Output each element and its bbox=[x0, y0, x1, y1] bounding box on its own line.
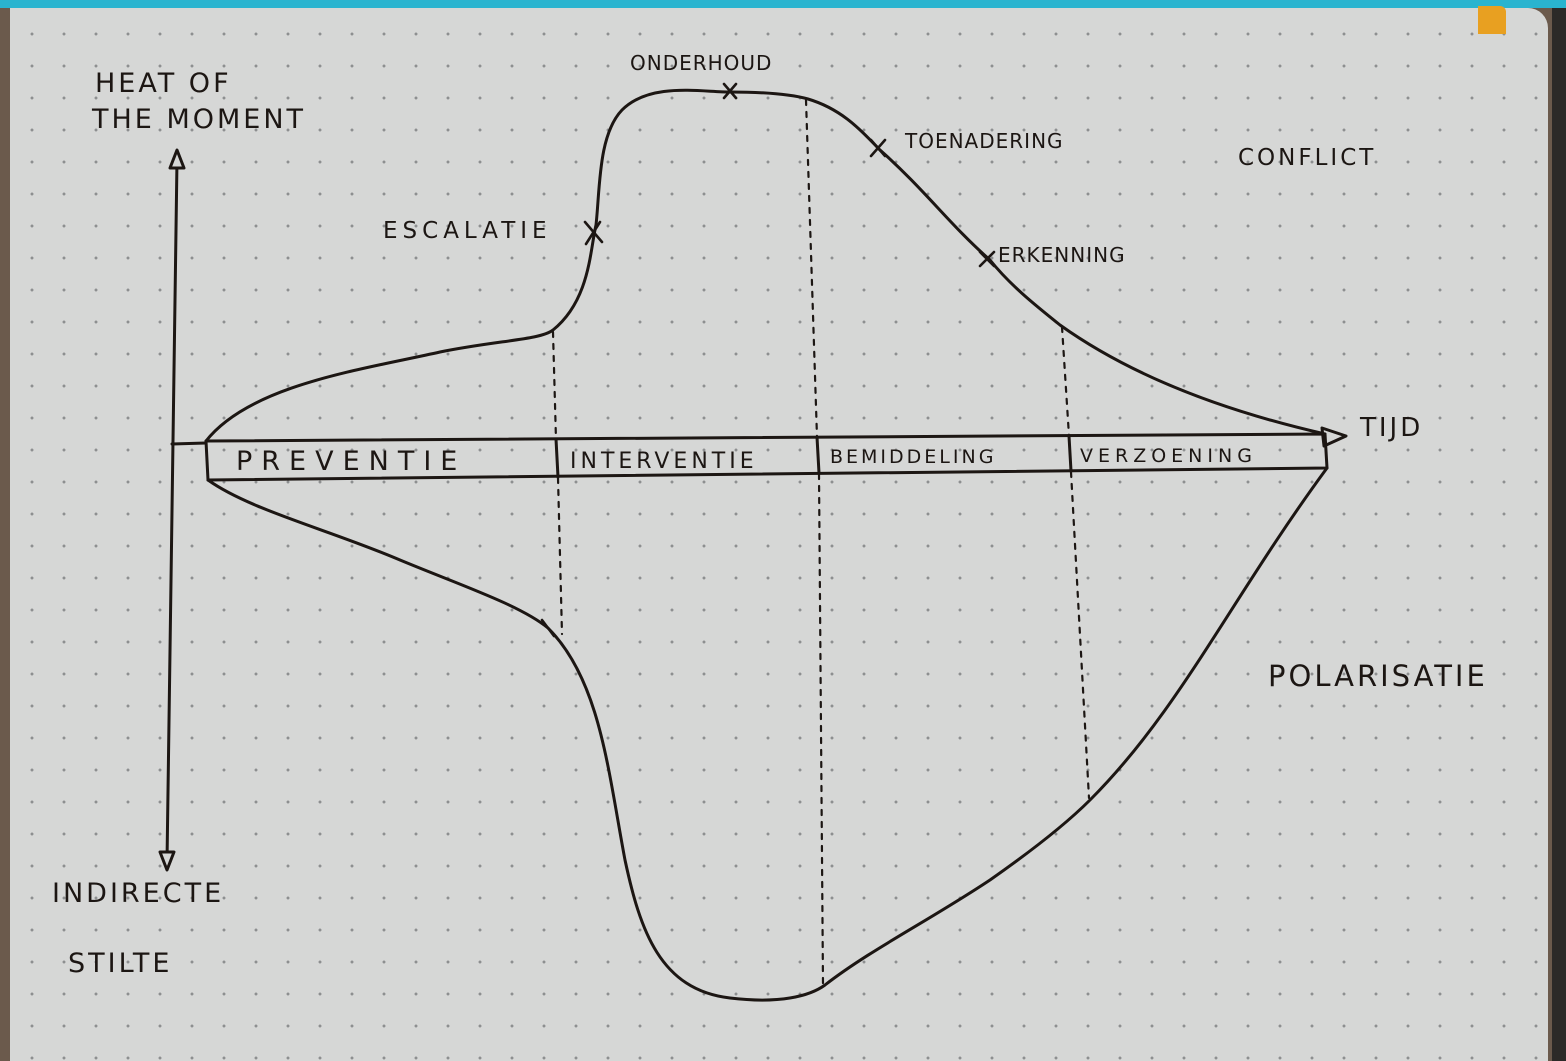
notebook-corner-accent bbox=[1478, 6, 1506, 34]
region-label-conflict: CONFLICT bbox=[1238, 145, 1376, 171]
phase-label-verzoening: VERZOENING bbox=[1080, 445, 1257, 467]
polarisatie-tick bbox=[540, 618, 556, 638]
window-right-edge bbox=[1552, 8, 1566, 1061]
dashed-connectors bbox=[551, 98, 1091, 987]
dashed-line-verzoening-bottom bbox=[1069, 470, 1091, 800]
y-axis-line bbox=[165, 158, 179, 864]
x-axis-arrow bbox=[1320, 426, 1348, 448]
y-axis-bottom-label-line2: STILTE bbox=[68, 948, 172, 979]
y-axis-arrow-up bbox=[168, 148, 186, 170]
x-axis-stub bbox=[170, 441, 208, 446]
timeline-divider-1 bbox=[554, 437, 560, 479]
phase-label-bemiddeling: BEMIDDELING bbox=[830, 446, 996, 468]
y-axis-top-label-line2: THE MOMENT bbox=[91, 104, 306, 135]
marker-label-erkenning: ERKENNING bbox=[998, 243, 1126, 267]
dashed-line-erkenning-top bbox=[1060, 325, 1071, 438]
dashed-line-escalatie-top bbox=[551, 330, 558, 442]
phase-label-preventie: PREVENTIE bbox=[236, 446, 466, 477]
marker-label-escalatie: ESCALATIE bbox=[383, 218, 552, 244]
onderhoud-cross bbox=[722, 82, 738, 100]
dashed-line-bemiddeling-bottom bbox=[817, 472, 825, 987]
region-label-polarisatie: POLARISATIE bbox=[1268, 659, 1488, 693]
marker-label-onderhoud: ONDERHOUD bbox=[630, 51, 772, 75]
timeline-divider-3 bbox=[1067, 434, 1073, 473]
y-axis-bottom-label-line1: INDIRECTE bbox=[52, 878, 224, 909]
toenadering-cross bbox=[869, 138, 887, 158]
phase-label-interventie: INTERVENTIE bbox=[570, 449, 758, 474]
marker-label-toenadering: TOENADERING bbox=[904, 129, 1064, 153]
upper-curve bbox=[204, 88, 1327, 443]
notebook-page bbox=[10, 8, 1548, 1061]
escalatie-cross bbox=[583, 220, 604, 246]
y-axis-arrow-down bbox=[158, 850, 176, 872]
dashed-line-preventie-bottom bbox=[556, 476, 564, 636]
erkenning-cross bbox=[978, 250, 996, 268]
lower-curve bbox=[206, 466, 1329, 1002]
x-axis-label: TIJD bbox=[1359, 413, 1423, 443]
cross-markers bbox=[540, 82, 996, 638]
y-axis-top-label-line1: HEAT OF bbox=[95, 68, 232, 99]
window-top-edge bbox=[0, 0, 1566, 8]
dashed-line-onderhoud-top bbox=[804, 98, 819, 439]
timeline-divider-2 bbox=[815, 435, 821, 475]
